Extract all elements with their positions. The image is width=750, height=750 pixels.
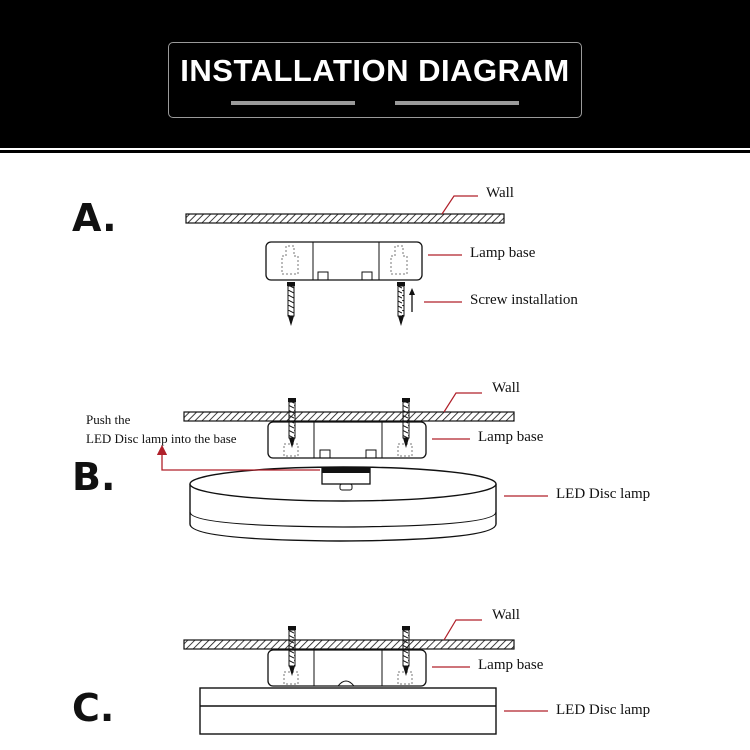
wall-b xyxy=(183,411,515,422)
lamp-base-b xyxy=(267,421,427,459)
label-lamp-base-a: Lamp base xyxy=(470,245,536,261)
screw-b-left xyxy=(288,398,296,448)
label-led-disc-lamp-c: LED Disc lamp xyxy=(556,702,651,718)
screw-b-right xyxy=(402,398,410,448)
push-note-line-2: LED Disc lamp into the base xyxy=(86,431,237,446)
title-underline-right xyxy=(395,101,519,105)
screw-c-left xyxy=(288,626,296,676)
step-a-letter: A. xyxy=(72,196,117,240)
label-led-disc-lamp-b: LED Disc lamp xyxy=(556,486,651,502)
lamp-base-c xyxy=(267,649,427,687)
step-a-drawing xyxy=(185,195,505,326)
push-note-line-1: Push the xyxy=(86,412,131,427)
label-wall-b: Wall xyxy=(492,380,520,396)
title-frame: INSTALLATION DIAGRAM xyxy=(168,42,582,118)
wall-c xyxy=(183,639,515,650)
led-disc-lamp-c xyxy=(199,687,497,735)
title-underline-left xyxy=(231,101,355,105)
screw-c-right xyxy=(402,626,410,676)
step-c-letter: C. xyxy=(72,686,115,730)
header-banner: INSTALLATION DIAGRAM xyxy=(0,0,750,148)
screw-a-right xyxy=(397,282,405,326)
label-lamp-base-c: Lamp base xyxy=(478,657,544,673)
label-screw-installation: Screw installation xyxy=(470,292,578,308)
wall-a xyxy=(185,213,505,224)
label-wall-c: Wall xyxy=(492,607,520,623)
lamp-base-a xyxy=(265,241,423,281)
banner-divider xyxy=(0,150,750,153)
label-wall-a: Wall xyxy=(486,185,514,201)
page-title: INSTALLATION DIAGRAM xyxy=(180,53,570,88)
step-c-drawing xyxy=(183,619,548,735)
step-b-letter: B. xyxy=(72,455,116,499)
label-lamp-base-b: Lamp base xyxy=(478,429,544,445)
step-b-drawing xyxy=(156,392,548,542)
led-disc-lamp-b xyxy=(189,466,497,542)
screw-a-left xyxy=(287,282,295,326)
